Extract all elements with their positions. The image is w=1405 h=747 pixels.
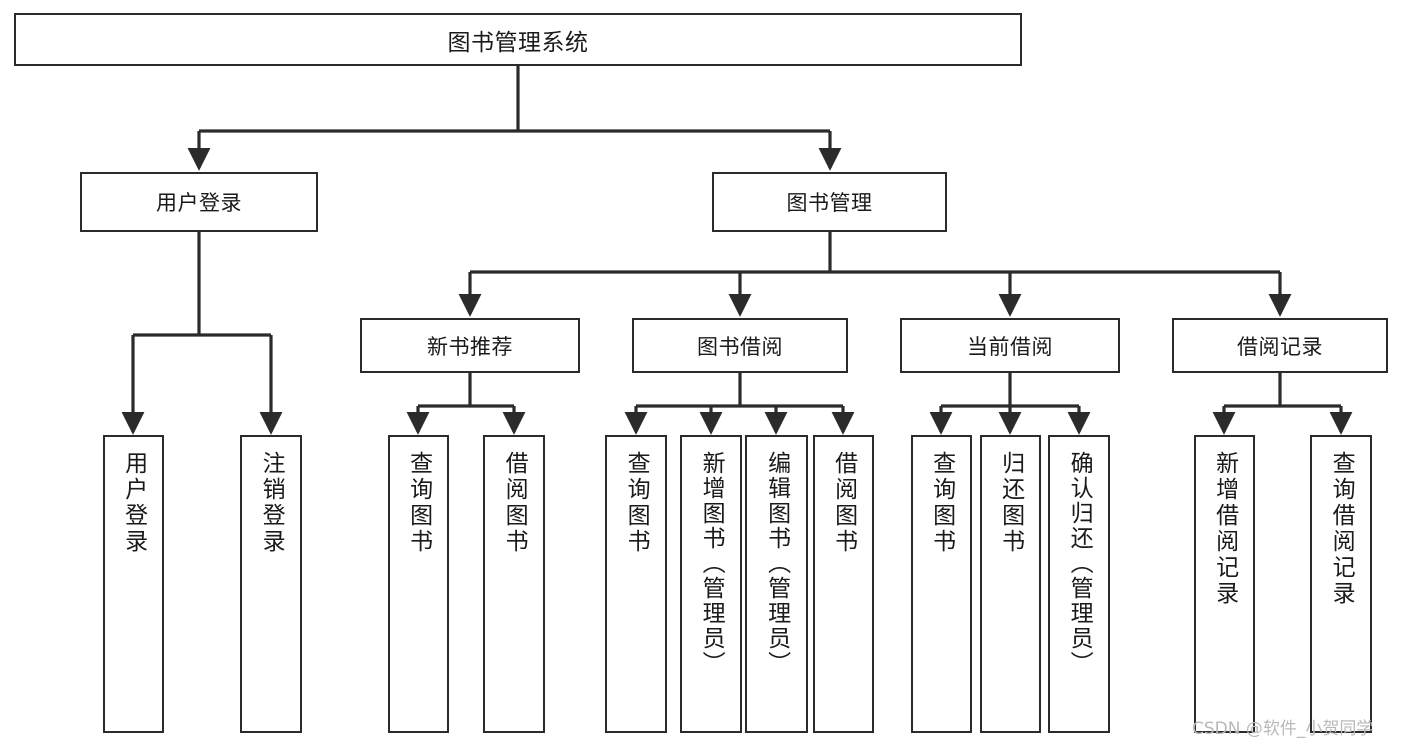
node-label: 图书借阅 — [697, 334, 783, 359]
node-label: 查询借阅记录 — [1328, 451, 1355, 607]
node-label: 借阅图书 — [830, 451, 857, 555]
node-label: 当前借阅 — [967, 334, 1053, 359]
node-label: 归还图书 — [997, 451, 1024, 555]
node-root-book-management-system[interactable]: 图书管理系统 — [14, 13, 1022, 66]
node-label: 图书管理系统 — [447, 29, 589, 56]
node-label: 用户登录 — [156, 191, 242, 215]
leaf-borrow-book-recommend[interactable]: 借阅图书 — [483, 435, 545, 733]
leaf-confirm-return-admin[interactable]: 确认归还（管理员） — [1048, 435, 1110, 733]
leaf-logout-login[interactable]: 注销登录 — [240, 435, 302, 733]
node-borrow-record[interactable]: 借阅记录 — [1172, 318, 1388, 373]
node-label: 借阅记录 — [1237, 334, 1323, 359]
node-label: 图书管理 — [786, 191, 873, 215]
node-current-borrow[interactable]: 当前借阅 — [900, 318, 1120, 373]
node-book-borrow[interactable]: 图书借阅 — [632, 318, 848, 373]
node-label: 确认归还（管理员） — [1066, 451, 1093, 676]
node-user-login[interactable]: 用户登录 — [80, 172, 318, 232]
node-label: 查询图书 — [928, 451, 955, 555]
node-new-book-recommend[interactable]: 新书推荐 — [360, 318, 580, 373]
leaf-edit-book-admin[interactable]: 编辑图书（管理员） — [745, 435, 808, 733]
leaf-user-login[interactable]: 用户登录 — [103, 435, 164, 733]
node-label: 编辑图书（管理员） — [763, 451, 790, 676]
leaf-query-book-recommend[interactable]: 查询图书 — [388, 435, 449, 733]
node-label: 注销登录 — [258, 451, 285, 555]
node-label: 用户登录 — [120, 451, 147, 555]
leaf-return-book[interactable]: 归还图书 — [980, 435, 1041, 733]
node-label: 新增借阅记录 — [1211, 451, 1238, 607]
node-label: 借阅图书 — [501, 451, 528, 555]
node-label: 查询图书 — [405, 451, 432, 555]
leaf-query-book-current[interactable]: 查询图书 — [911, 435, 972, 733]
leaf-query-borrow-record[interactable]: 查询借阅记录 — [1310, 435, 1372, 733]
leaf-add-borrow-record[interactable]: 新增借阅记录 — [1194, 435, 1255, 733]
node-label: 查询图书 — [623, 451, 650, 555]
node-label: 新增图书（管理员） — [698, 451, 725, 676]
node-label: 新书推荐 — [427, 334, 513, 359]
node-book-management[interactable]: 图书管理 — [712, 172, 947, 232]
watermark-text: CSDN @软件_小贺同学 — [1192, 719, 1374, 739]
leaf-add-book-admin[interactable]: 新增图书（管理员） — [680, 435, 742, 733]
leaf-borrow-book[interactable]: 借阅图书 — [813, 435, 874, 733]
leaf-query-book-borrow[interactable]: 查询图书 — [605, 435, 667, 733]
